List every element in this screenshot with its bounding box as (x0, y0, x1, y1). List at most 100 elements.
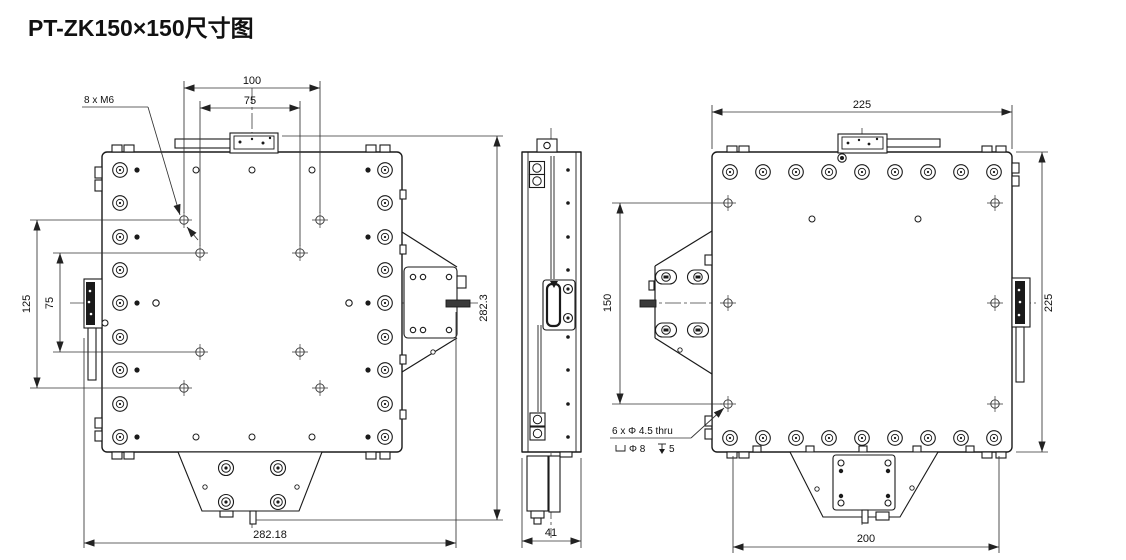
rect-shape (94, 417, 103, 429)
dim-75-top: 75 (244, 95, 256, 107)
side-view: 41 (521, 128, 582, 548)
rect-shape (111, 451, 123, 460)
use-shape (654, 322, 678, 338)
rect-shape (94, 430, 103, 442)
circle-shape (857, 138, 861, 142)
circle-shape (445, 326, 453, 334)
use-shape (430, 349, 436, 355)
use-shape (269, 493, 287, 511)
rect-shape (726, 145, 738, 153)
bottom-shaft-tip (249, 510, 257, 525)
circle-shape (268, 136, 272, 140)
line-shape (186, 226, 199, 241)
use-shape (134, 434, 140, 440)
use-shape (377, 229, 393, 245)
rect-shape (533, 517, 542, 525)
rect-shape (399, 189, 407, 200)
circle-shape (419, 273, 427, 281)
rect-shape (738, 145, 750, 153)
back-left-flange (639, 230, 713, 375)
use-shape (112, 329, 128, 345)
use-shape (134, 300, 140, 306)
circle-shape (88, 289, 92, 293)
rect-shape (94, 166, 103, 179)
use-shape (377, 195, 393, 211)
rect-shape (995, 451, 1007, 459)
use-shape (192, 433, 200, 441)
back-bottom-shaft (861, 509, 869, 524)
use-shape (112, 396, 128, 412)
use-shape (821, 164, 837, 180)
use-shape (217, 493, 235, 511)
use-shape (914, 215, 922, 223)
dim-100: 100 (243, 75, 261, 87)
use-shape (821, 430, 837, 446)
cbore-note-line1: 6 x Φ 4.5 thru (612, 426, 673, 437)
circle-shape (885, 493, 891, 499)
circle-shape (566, 201, 570, 205)
circle-shape (409, 326, 417, 334)
rect-shape (841, 136, 884, 150)
circle-shape (566, 402, 570, 406)
back-plate (704, 145, 1020, 459)
use-shape (909, 485, 915, 491)
rect-shape (123, 144, 135, 153)
back-drive-shaft (639, 299, 657, 308)
circle-shape (543, 141, 551, 150)
cbore-leader (690, 407, 725, 439)
dim-225-top: 225 (853, 99, 871, 111)
motor-mount-trapezoid (177, 451, 323, 512)
rect-shape (995, 145, 1007, 153)
front-motor-body (229, 132, 279, 154)
thread-note: 8 x M6 (84, 95, 114, 106)
use-shape (112, 162, 128, 178)
use-shape (953, 430, 969, 446)
rect-shape (379, 144, 391, 153)
rect-shape (559, 451, 573, 458)
use-shape (365, 434, 371, 440)
use-shape (377, 362, 393, 378)
use-shape (112, 195, 128, 211)
rect-shape (1011, 175, 1020, 187)
circle-shape (1017, 313, 1021, 317)
use-shape (814, 486, 820, 492)
use-shape (365, 300, 371, 306)
side-carriage-bracket (542, 279, 576, 331)
rect-shape (704, 415, 713, 427)
circle-shape (875, 137, 879, 141)
rect-shape (233, 135, 275, 150)
circle-shape (238, 140, 242, 144)
back-view: 225 150 225 200 6 x Φ 4.5 thru Φ 8 (602, 99, 1055, 553)
circle-shape (566, 368, 570, 372)
circle-shape (837, 459, 845, 467)
page-title: PT-ZK150×150尺寸图 (28, 15, 254, 41)
circle-shape (250, 137, 254, 141)
circle-shape (152, 299, 160, 307)
use-shape (788, 164, 804, 180)
side-motor-body (526, 455, 549, 512)
use-shape (112, 262, 128, 278)
rect-shape (219, 510, 234, 518)
rect-shape (805, 445, 815, 453)
rect-shape (912, 445, 922, 453)
use-shape (920, 430, 936, 446)
dim-125: 125 (21, 295, 33, 313)
back-sensor-bar (1015, 326, 1025, 383)
rect-shape (399, 409, 407, 420)
rect-shape (858, 445, 868, 453)
circle-shape (884, 459, 892, 467)
use-shape (112, 295, 128, 311)
circle-shape (1017, 288, 1021, 292)
rect-shape (648, 280, 655, 291)
rect-shape (456, 275, 467, 289)
sensor-bar (87, 327, 97, 381)
use-shape (377, 429, 393, 445)
use-shape (528, 160, 546, 176)
use-shape (217, 459, 235, 477)
use-shape (808, 215, 816, 223)
rect-shape (365, 144, 377, 153)
circle-shape (409, 273, 417, 281)
use-shape (953, 164, 969, 180)
side-bottom-motor (526, 455, 561, 525)
circle-shape (1018, 300, 1022, 304)
